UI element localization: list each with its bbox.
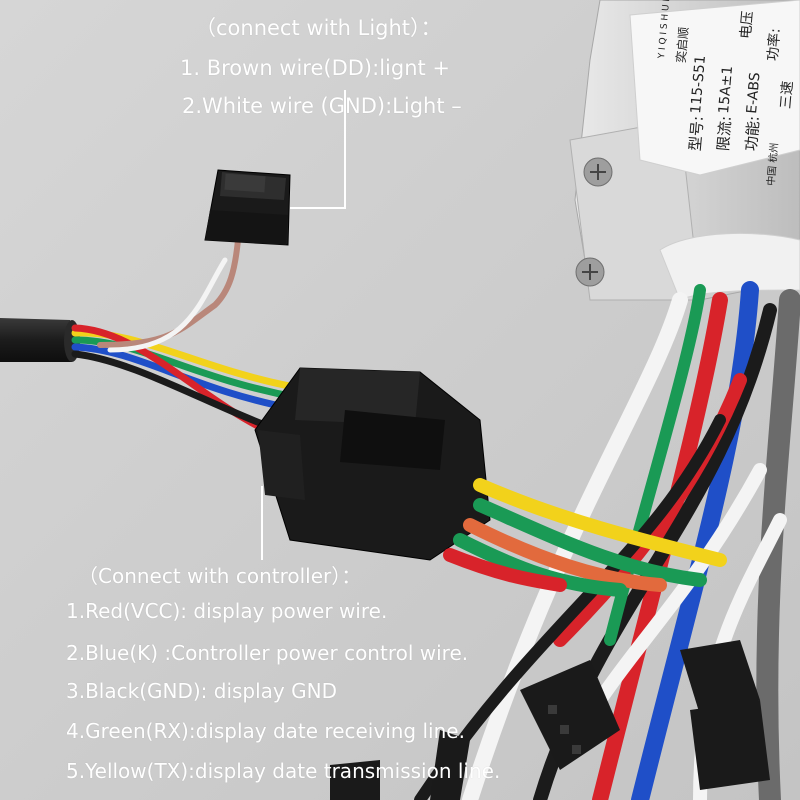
speed-label: 三速 <box>777 80 797 110</box>
aux-connector <box>430 730 470 800</box>
light-line-1: 1. Brown wire(DD):lignt + <box>180 56 451 80</box>
light-line-2: 2.White wire (GND):Light – <box>182 94 462 118</box>
light-connector <box>204 169 291 246</box>
aux-connector <box>520 660 620 770</box>
aux-connector <box>690 700 770 790</box>
controller-line-3: 3.Black(GND): display GND <box>66 679 337 703</box>
controller-line-5: 5.Yellow(TX):display date transmission l… <box>66 759 501 783</box>
label-sticker <box>629 0 800 176</box>
brand-cn: 奕启顺 <box>673 26 692 64</box>
display-cable <box>0 318 80 362</box>
light-leader-line <box>290 90 346 209</box>
controller-line-4: 4.Green(RX):display date receiving line. <box>66 719 465 743</box>
controller-harness <box>414 281 800 800</box>
current-label: 限流: <box>713 115 735 152</box>
cable-grommet <box>659 232 800 301</box>
controller-connector <box>254 367 491 561</box>
connector-output-wires <box>443 478 727 597</box>
controller-line-1: 1.Red(VCC): display power wire. <box>66 599 388 623</box>
aux-connector <box>330 760 380 800</box>
light-heading: （connect with Light）： <box>195 16 442 40</box>
controller-heading: （Connect with controller）： <box>78 564 362 588</box>
display-wires <box>71 237 304 436</box>
power-label: 功率: <box>764 27 784 62</box>
controller-line-2: 2.Blue(K) :Controller power control wire… <box>66 641 469 665</box>
voltage-label: 电压 <box>737 10 757 40</box>
screw-slot <box>582 264 598 280</box>
function-label: 功能: <box>741 115 763 152</box>
model-label: 型号: <box>685 115 707 152</box>
aux-connector <box>680 640 760 715</box>
screw-slot <box>590 164 606 180</box>
